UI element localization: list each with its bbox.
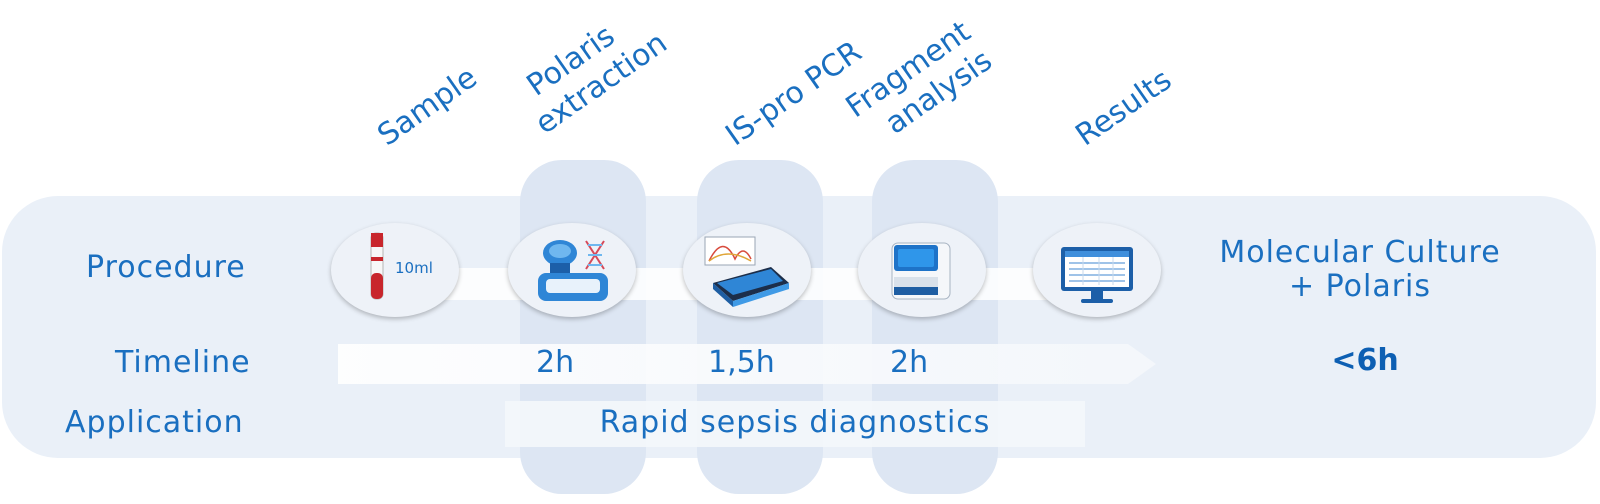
extraction-instrument-icon bbox=[538, 240, 608, 301]
node-pcr bbox=[683, 223, 811, 317]
step-title-results: Results bbox=[1069, 62, 1179, 154]
pcr-thermocycler-icon bbox=[704, 236, 789, 307]
node-fragment bbox=[858, 223, 986, 317]
results-monitor-icon bbox=[1061, 247, 1133, 303]
application-text: Rapid sepsis diagnostics bbox=[599, 405, 991, 440]
time-fragment: 2h bbox=[890, 345, 929, 380]
step-title-sample: Sample bbox=[371, 59, 484, 154]
timeline-arrow bbox=[338, 344, 1156, 384]
fragment-analyzer-icon bbox=[891, 242, 951, 300]
node-extraction bbox=[508, 223, 636, 317]
node-results bbox=[1033, 223, 1161, 317]
row-label-application: Application bbox=[65, 405, 244, 440]
node-sample: 10ml bbox=[331, 223, 459, 317]
sample-volume-label: 10ml bbox=[395, 259, 433, 277]
time-pcr: 1,5h bbox=[708, 345, 775, 380]
test-tube-icon bbox=[370, 232, 384, 300]
step-title-fragment: Fragment analysis bbox=[839, 14, 999, 142]
result-total-time: <6h bbox=[1331, 343, 1399, 378]
result-title: Molecular Culture + Polaris bbox=[1219, 235, 1501, 304]
row-label-timeline: Timeline bbox=[115, 345, 251, 380]
step-title-extraction: Polaris extraction bbox=[520, 18, 674, 142]
application-bar bbox=[505, 401, 1085, 447]
row-label-procedure: Procedure bbox=[86, 250, 246, 285]
time-extraction: 2h bbox=[536, 345, 575, 380]
